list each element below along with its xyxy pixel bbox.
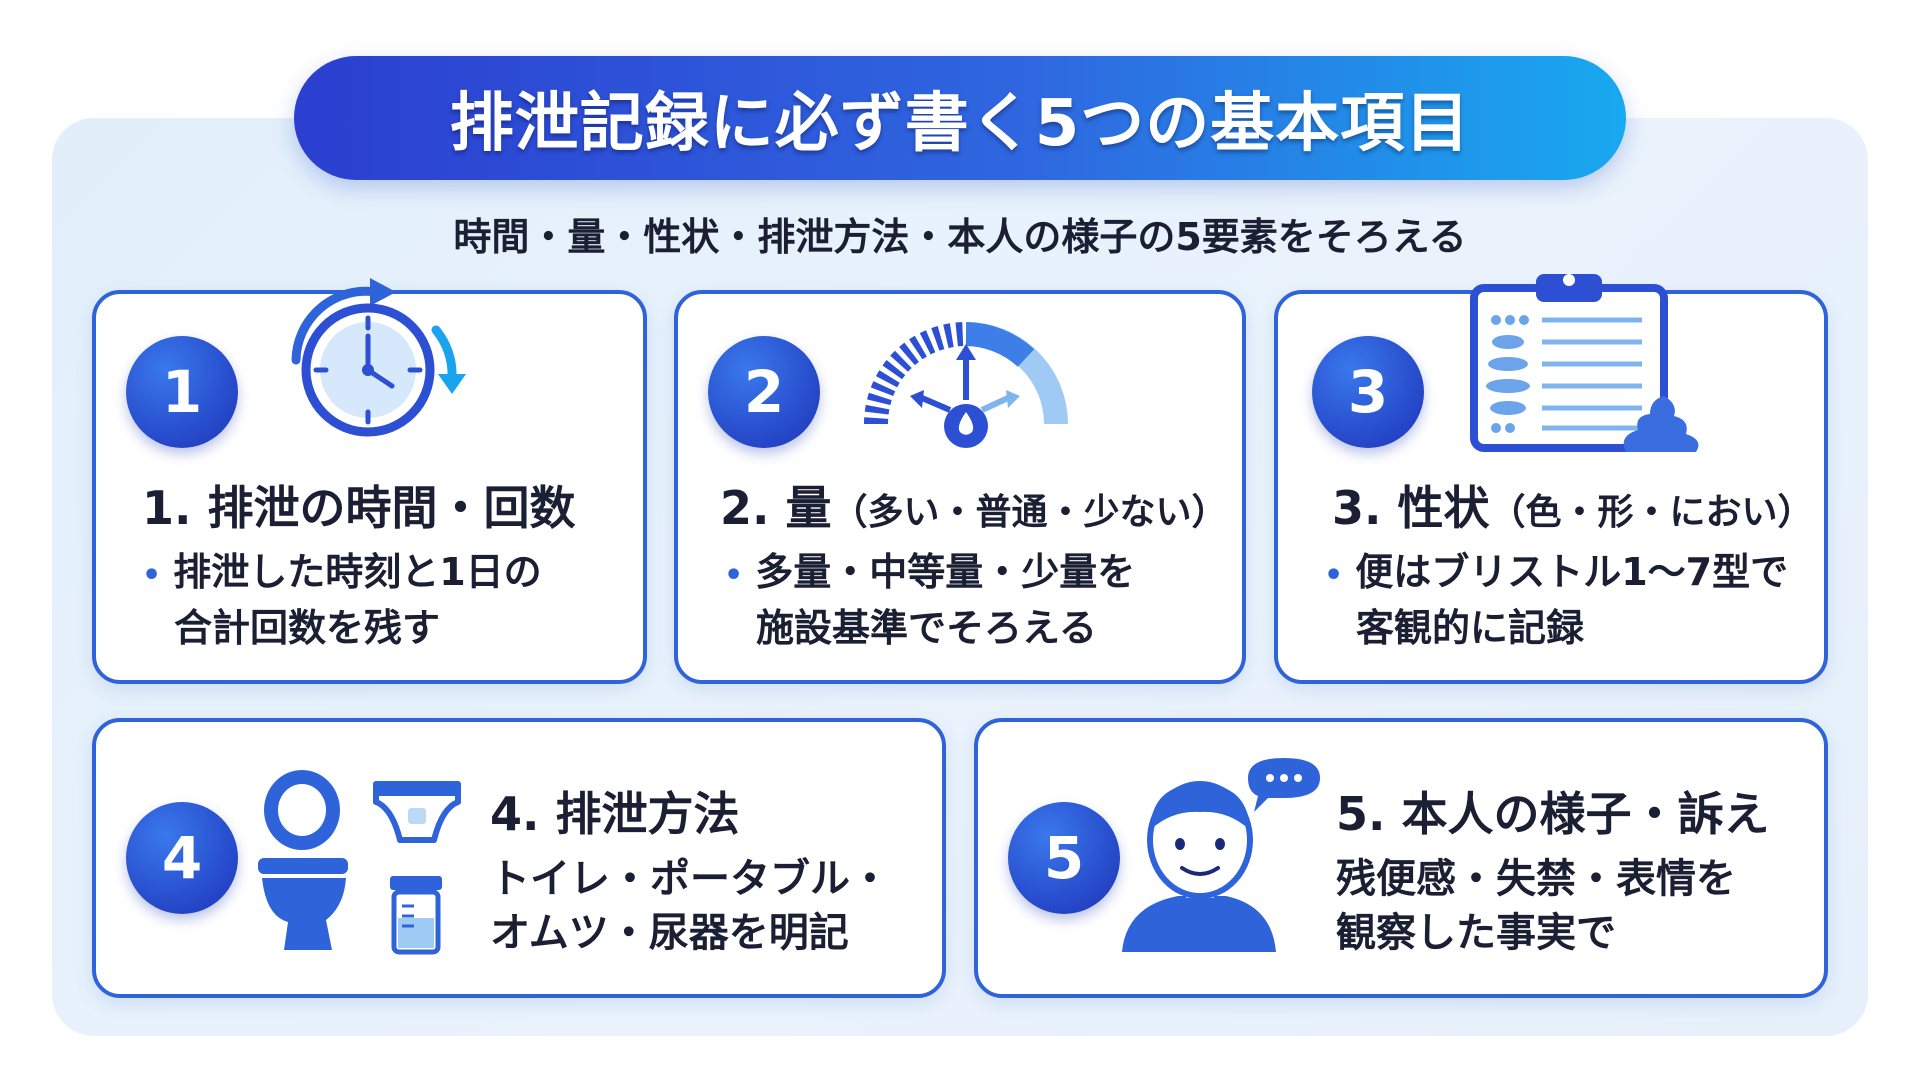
card-body: 残便感・失禁・表情を 観察した事実で bbox=[1336, 852, 1736, 960]
number-badge: 4 bbox=[126, 802, 238, 914]
card-title-paren: （多い・普通・少ない） bbox=[831, 492, 1228, 533]
toilet-icon bbox=[258, 770, 348, 950]
card-title: 4. 排泄方法 bbox=[490, 787, 740, 841]
number-badge: 5 bbox=[1008, 802, 1120, 914]
urine-bottle-icon bbox=[390, 876, 442, 955]
page-title: 排泄記録に必ず書く5つの基本項目 bbox=[449, 87, 1471, 161]
card-bullet: •排泄した時刻と1日の 合計回数を残す bbox=[142, 550, 542, 650]
card-bullet: •多量・中等量・少量を 施設基準でそろえる bbox=[724, 550, 1136, 650]
card-title: 3. 性状（色・形・におい） bbox=[1332, 472, 1814, 538]
bullet-line: 多量・中等量・少量を bbox=[755, 550, 1136, 594]
body-line: オムツ・尿器を明記 bbox=[490, 910, 849, 956]
card-title-paren: （色・形・におい） bbox=[1489, 492, 1814, 533]
bullet-line: 客観的に記録 bbox=[1356, 606, 1585, 650]
body-line: トイレ・ポータブル・ bbox=[490, 856, 890, 902]
number-badge: 1 bbox=[126, 336, 238, 448]
body-line: 観察した事実で bbox=[1336, 910, 1616, 956]
clipboard-chart-icon bbox=[1470, 274, 1699, 452]
person-speech-icon bbox=[1122, 758, 1320, 952]
bullet-line: 便はブリストル1〜7型で bbox=[1355, 550, 1789, 594]
card-title: 1. 排泄の時間・回数 bbox=[142, 481, 576, 535]
card-condition: 5 5. 本人の様子・訴え 残便感・失禁・表情を 観察した事実で bbox=[974, 718, 1828, 998]
body-line: 残便感・失禁・表情を bbox=[1336, 856, 1736, 902]
card-characteristics: 3 3. 性状（色・形・におい） •便はブリストル1〜7型で 客観的に記録 bbox=[1274, 274, 1828, 684]
number-badge: 2 bbox=[708, 336, 820, 448]
diaper-icon bbox=[373, 781, 461, 843]
card-time: 1 1. 排泄の時間・回数 •排泄した時刻と1日の 合計回数を残す bbox=[92, 278, 647, 684]
card-title: 2. 量（多い・普通・少ない） bbox=[720, 472, 1228, 538]
card-title-main: 2. 量 bbox=[720, 481, 832, 535]
card-method: 4 4. 排泄方法 トイレ・ポータブル・ オムツ・尿器を明記 bbox=[92, 718, 946, 998]
card-title-main: 3. 性状 bbox=[1332, 481, 1490, 535]
number-badge: 3 bbox=[1312, 336, 1424, 448]
bullet-line: 施設基準でそろえる bbox=[756, 606, 1097, 650]
card-title: 5. 本人の様子・訴え bbox=[1336, 787, 1770, 841]
title-banner: 排泄記録に必ず書く5つの基本項目 bbox=[294, 56, 1626, 180]
card-amount: 2 2. 量（多い・普通・少ない） •多量・中等量・少量を 施設基準でそろえる bbox=[674, 290, 1246, 684]
bullet-line: 合計回数を残す bbox=[174, 606, 441, 650]
card-bullet: •便はブリストル1〜7型で 客観的に記録 bbox=[1324, 550, 1789, 650]
clock-icon bbox=[291, 278, 466, 437]
page-subtitle: 時間・量・性状・排泄方法・本人の様子の5要素をそろえる bbox=[453, 215, 1467, 259]
gauge-icon bbox=[864, 322, 1068, 448]
card-body: トイレ・ポータブル・ オムツ・尿器を明記 bbox=[490, 852, 890, 960]
bullet-line: 排泄した時刻と1日の bbox=[173, 550, 542, 594]
